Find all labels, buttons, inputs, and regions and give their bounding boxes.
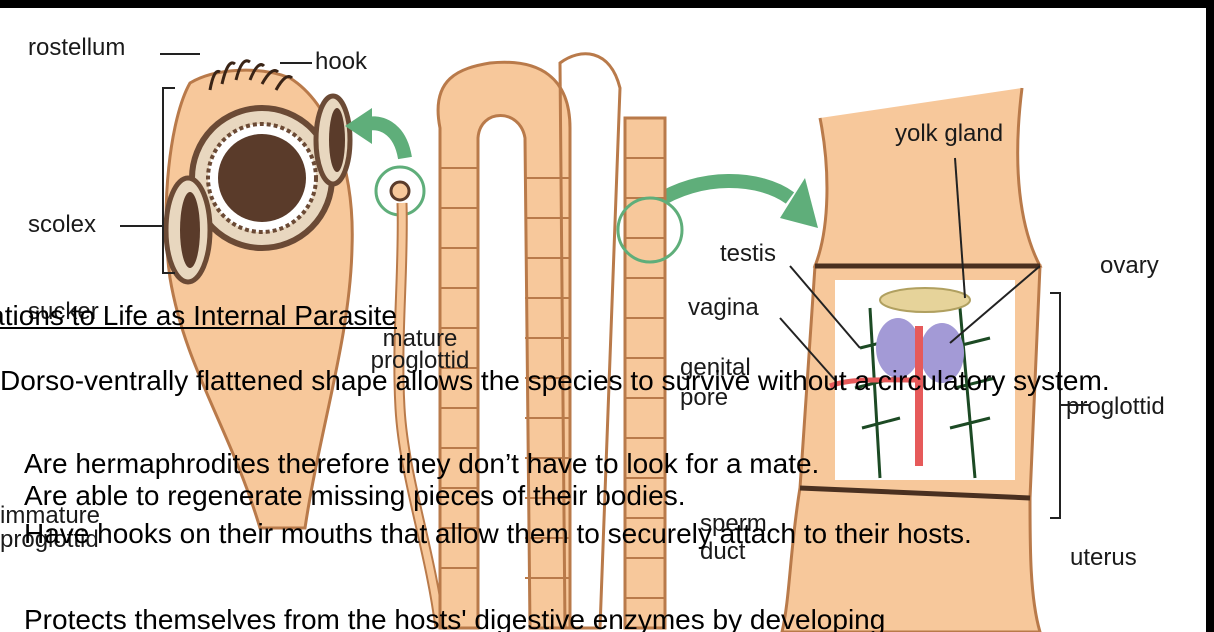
label-yolk-gland: yolk gland [895,120,1003,148]
bullet-5: Protects themselves from the hosts' dige… [24,604,885,632]
label-scolex: scolex [28,211,96,239]
label-rostellum: rostellum [28,34,125,62]
label-hook: hook [315,48,367,76]
bullet-2: Are hermaphrodites therefore they don’t … [24,448,819,480]
diagram-panel: rostellum hook scolex sucker mature prog… [0,8,1206,632]
bullet-3: Are able to regenerate missing pieces of… [24,480,686,512]
arrow-right [655,181,790,203]
bullet-4: Have hooks on their mouths that allow th… [0,516,1172,552]
label-testis: testis [720,240,776,268]
label-vagina: vagina [688,294,759,322]
bullet-1: Dorso-ventrally flattened shape allows t… [0,363,1154,399]
slide-heading: Adaptations to Life as Internal Parasite [0,300,397,332]
label-ovary: ovary [1100,252,1159,280]
